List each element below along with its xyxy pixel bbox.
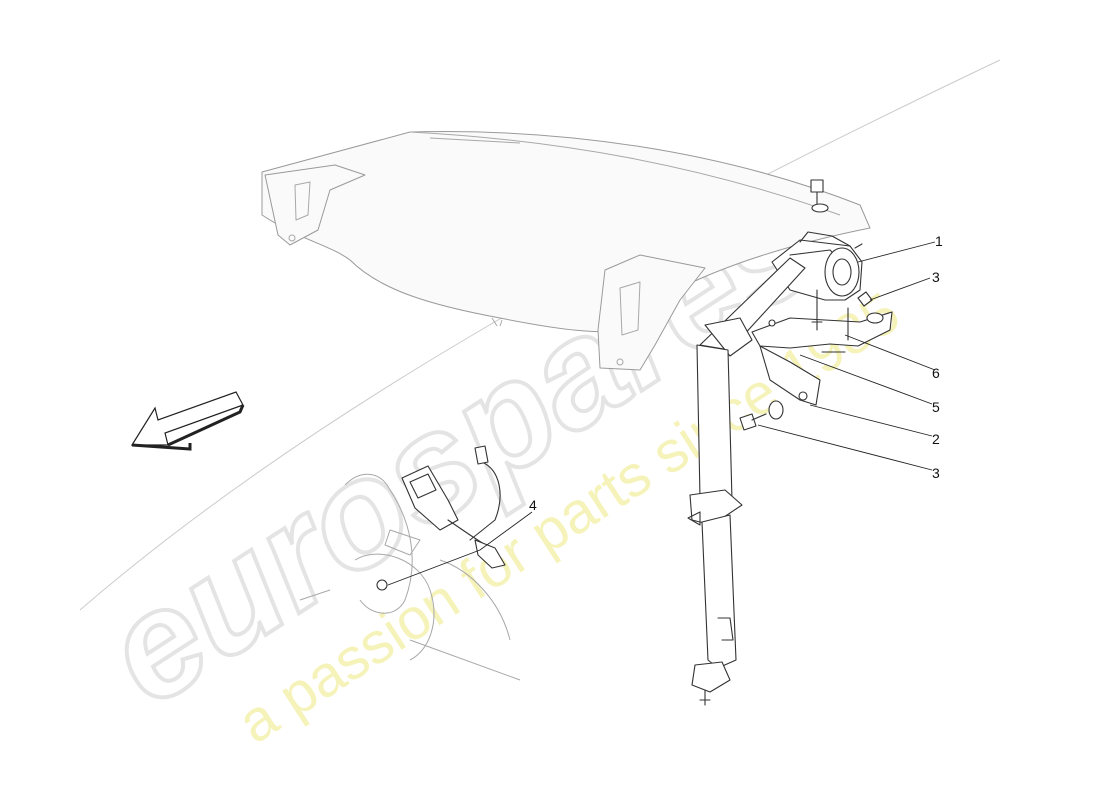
callout-3-upper: 3 [932, 269, 940, 285]
rear-shelf-panel [261, 131, 871, 371]
callout-4: 4 [529, 497, 537, 513]
callout-labels: 1 3 6 5 2 3 4 [529, 233, 943, 513]
direction-arrow-icon [130, 391, 245, 451]
seat-belt-buckle [376, 445, 506, 591]
mounting-bracket [751, 311, 893, 406]
callout-2: 2 [932, 431, 940, 447]
bolt-top [810, 179, 829, 331]
callout-6: 6 [932, 365, 940, 381]
fasteners [739, 179, 884, 431]
belt-webbing [687, 257, 806, 706]
bolt-lower [739, 413, 767, 431]
callout-3-lower: 3 [932, 465, 940, 481]
callout-5: 5 [932, 399, 940, 415]
bolt-right [847, 291, 884, 341]
leader-lines [387, 241, 936, 586]
seat-belt-retractor [771, 231, 863, 301]
washer-lower [768, 400, 784, 420]
seat-side [299, 473, 521, 681]
callout-1: 1 [935, 233, 943, 249]
